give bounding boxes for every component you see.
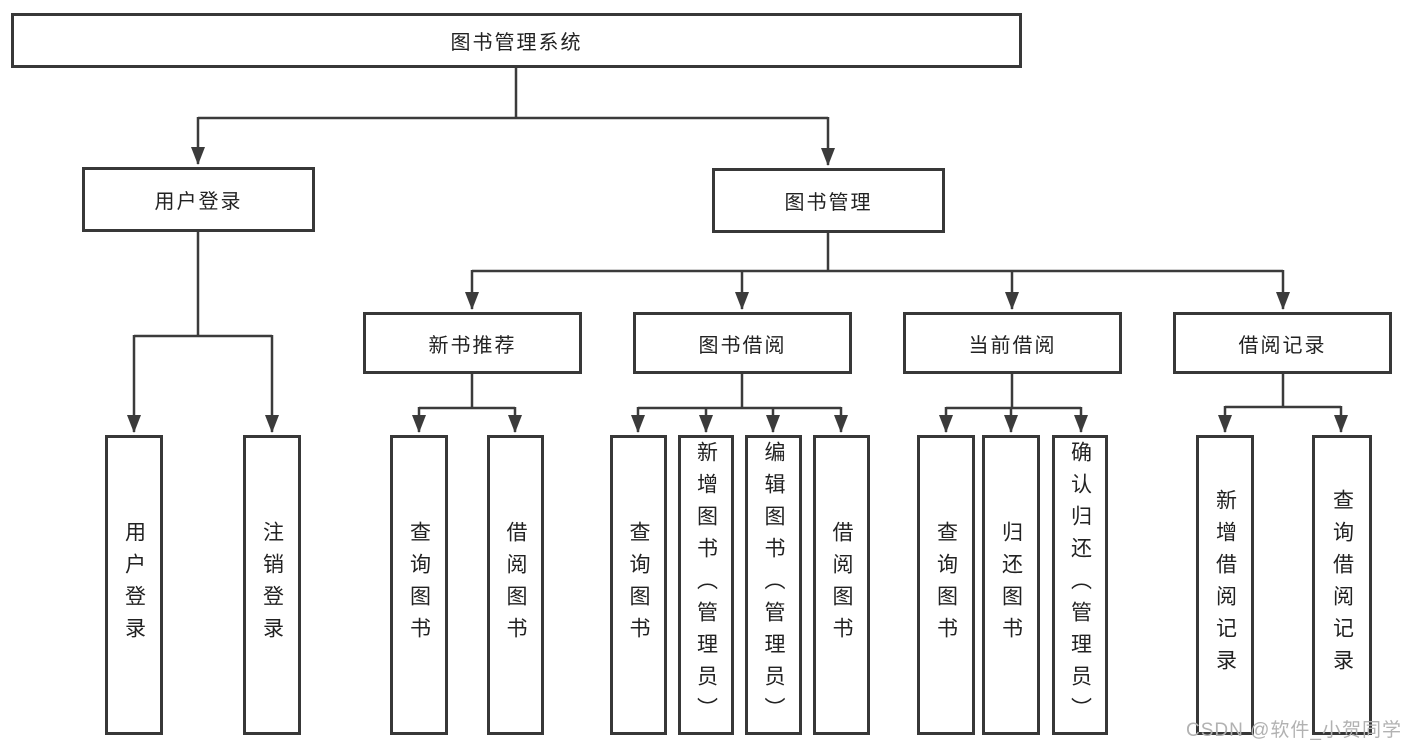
leaf-edit-books-admin: 编辑图书（管理员） <box>745 435 802 735</box>
leaf-confirm-return-admin: 确认归还（管理员） <box>1052 435 1108 735</box>
leaf-newbook-query-books: 查询图书 <box>390 435 448 735</box>
connector-group-root <box>127 68 1348 433</box>
node-borrowing-records: 借阅记录 <box>1173 312 1392 374</box>
leaf-return-books: 归还图书 <box>982 435 1040 735</box>
node-user-login: 用户登录 <box>82 167 315 232</box>
leaf-borrow-books: 借阅图书 <box>813 435 870 735</box>
csdn-watermark: CSDN @软件_小贺同学 <box>1186 720 1402 741</box>
leaf-query-borrow-record: 查询借阅记录 <box>1312 435 1372 735</box>
node-book-borrowing: 图书借阅 <box>633 312 852 374</box>
leaf-logout: 注销登录 <box>243 435 301 735</box>
leaf-newbook-borrow-books: 借阅图书 <box>487 435 544 735</box>
node-root-system: 图书管理系统 <box>11 13 1022 68</box>
leaf-borrow-query-books: 查询图书 <box>610 435 667 735</box>
leaf-user-login: 用户登录 <box>105 435 163 735</box>
leaf-add-borrow-record: 新增借阅记录 <box>1196 435 1254 735</box>
leaf-current-query-books: 查询图书 <box>917 435 975 735</box>
leaf-add-books-admin: 新增图书（管理员） <box>678 435 734 735</box>
node-current-borrowing: 当前借阅 <box>903 312 1122 374</box>
node-new-book-recommend: 新书推荐 <box>363 312 582 374</box>
node-book-management: 图书管理 <box>712 168 945 233</box>
